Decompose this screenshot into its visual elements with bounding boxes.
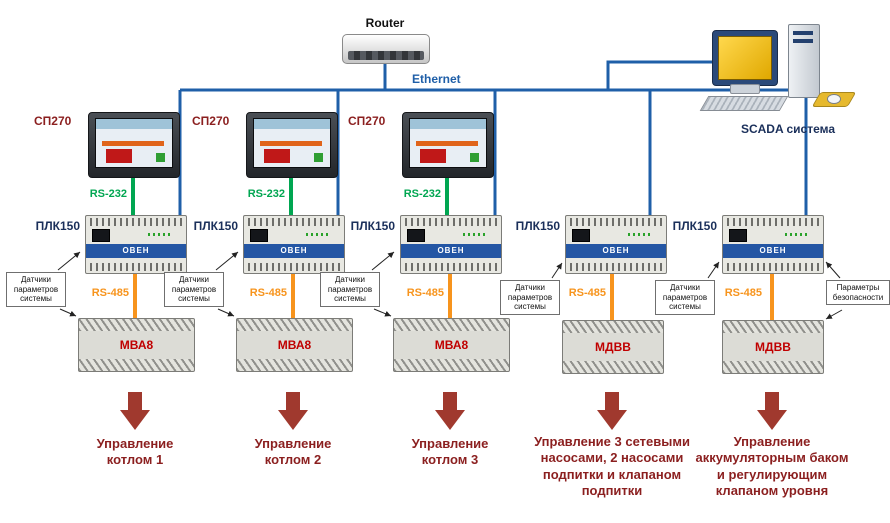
sensors-note-3: Датчики параметров системы <box>320 272 380 307</box>
scada-monitor-screen <box>718 36 772 80</box>
io-module-label-5: МДВВ <box>755 340 791 354</box>
plc-display-3 <box>407 229 425 242</box>
rs485-lines <box>133 272 774 320</box>
plc-label-2: ПЛК150 <box>193 219 238 233</box>
scada-monitor-stand <box>730 84 760 94</box>
io-module-mdvv-1: МДВВ <box>562 320 664 374</box>
output-caption-5: Управление аккумуляторным баком и регули… <box>695 434 849 498</box>
rs485-label-5: RS-485 <box>724 287 762 299</box>
scada-mouse <box>827 94 841 104</box>
rs485-label-1: RS-485 <box>91 287 129 299</box>
output-caption-1: Управление котлом 1 <box>96 436 174 468</box>
router-device <box>342 34 430 64</box>
io-module-mva8-1: МВА8 <box>78 318 195 372</box>
rs485-label-4: RS-485 <box>568 287 606 299</box>
sensors-note-4: Датчики параметров системы <box>500 280 560 315</box>
hmi-panel-2 <box>246 112 338 178</box>
scada-keyboard <box>699 96 789 111</box>
plc-display-1 <box>92 229 110 242</box>
plc-device-2: ОВЕН <box>243 215 345 274</box>
rs485-label-2: RS-485 <box>249 287 287 299</box>
plc-brand-3: ОВЕН <box>437 246 465 255</box>
sensors-note-5: Датчики параметров системы <box>655 280 715 315</box>
plc-label-3: ПЛК150 <box>350 219 395 233</box>
plc-display-2 <box>250 229 268 242</box>
plc-device-4: ОВЕН <box>565 215 667 274</box>
rs232-label-3: RS-232 <box>403 188 441 200</box>
scada-tower <box>788 24 820 98</box>
plc-display-4 <box>572 229 590 242</box>
hmi-panel-1 <box>88 112 180 178</box>
scada-label: SCADA система <box>740 122 836 136</box>
io-module-mva8-3: МВА8 <box>393 318 510 372</box>
plc-device-5: ОВЕН <box>722 215 824 274</box>
rs232-label-1: RS-232 <box>89 188 127 200</box>
plc-device-1: ОВЕН <box>85 215 187 274</box>
sensors-note-1: Датчики параметров системы <box>6 272 66 307</box>
safety-note: Параметры безопасности <box>826 280 890 306</box>
io-module-label-2: МВА8 <box>277 338 312 352</box>
plc-display-5 <box>729 229 747 242</box>
router-label: Router <box>365 16 405 30</box>
router-front-panel <box>348 51 424 60</box>
output-caption-3: Управление котлом 3 <box>411 436 489 468</box>
hmi-panel-3 <box>402 112 494 178</box>
plc-label-4: ПЛК150 <box>515 219 560 233</box>
rs485-label-3: RS-485 <box>406 287 444 299</box>
plc-brand-2: ОВЕН <box>280 246 308 255</box>
sensors-note-2: Датчики параметров системы <box>164 272 224 307</box>
hmi-label-2: СП270 <box>192 114 230 128</box>
flow-arrows <box>120 392 787 430</box>
plc-label-5: ПЛК150 <box>672 219 717 233</box>
ethernet-lines <box>178 60 808 215</box>
scada-monitor <box>712 30 778 86</box>
hmi-label-3: СП270 <box>348 114 386 128</box>
hmi-screen-2 <box>253 118 331 168</box>
hmi-label-1: СП270 <box>34 114 72 128</box>
hmi-screen-3 <box>409 118 487 168</box>
output-caption-2: Управление котлом 2 <box>254 436 332 468</box>
annotation-arrows <box>57 251 843 320</box>
io-module-label-4: МДВВ <box>595 340 631 354</box>
io-module-mdvv-2: МДВВ <box>722 320 824 374</box>
ethernet-label: Ethernet <box>412 72 461 86</box>
io-module-label-3: МВА8 <box>434 338 469 352</box>
io-module-label-1: МВА8 <box>119 338 154 352</box>
plc-brand-5: ОВЕН <box>759 246 787 255</box>
plc-device-3: ОВЕН <box>400 215 502 274</box>
rs232-lines <box>131 176 449 215</box>
plc-label-1: ПЛК150 <box>35 219 80 233</box>
plc-brand-4: ОВЕН <box>602 246 630 255</box>
plc-brand-1: ОВЕН <box>122 246 150 255</box>
hmi-screen-1 <box>95 118 173 168</box>
io-module-mva8-2: МВА8 <box>236 318 353 372</box>
output-caption-4: Управление 3 сетевыми насосами, 2 насоса… <box>534 434 690 498</box>
rs232-label-2: RS-232 <box>247 188 285 200</box>
